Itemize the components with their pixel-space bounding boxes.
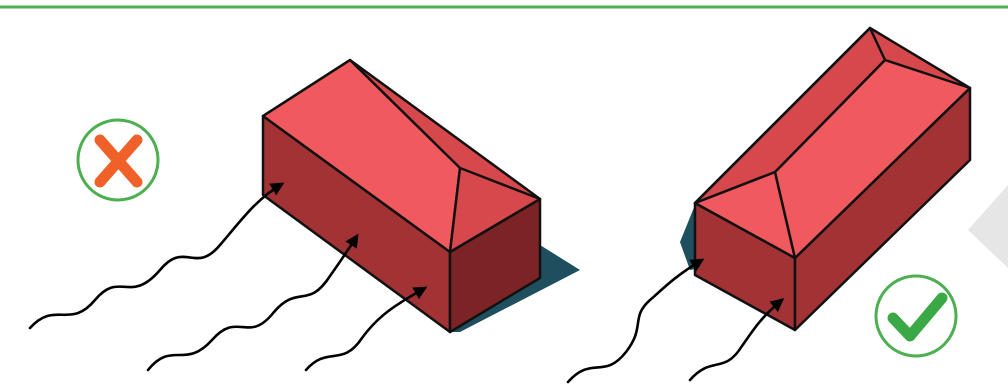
wind-arrow [304, 286, 428, 372]
roof-hip [448, 166, 542, 254]
wind-arrows-correct [566, 258, 785, 384]
roof-ridge [349, 59, 461, 169]
house-correct [680, 26, 972, 332]
correct-badge [874, 274, 958, 358]
badge-ring [874, 274, 958, 358]
corner-shape [968, 185, 1008, 268]
wind-arrow [146, 233, 359, 372]
wind-arrow [688, 298, 785, 382]
incorrect-badge [76, 118, 160, 202]
wind-arrow [28, 182, 285, 330]
cross-icon [94, 134, 143, 188]
wind-arrows-incorrect [28, 182, 428, 372]
house-outline [694, 26, 971, 204]
check-icon [887, 292, 948, 342]
wind-arrow [566, 258, 705, 384]
house-incorrect [261, 58, 580, 334]
